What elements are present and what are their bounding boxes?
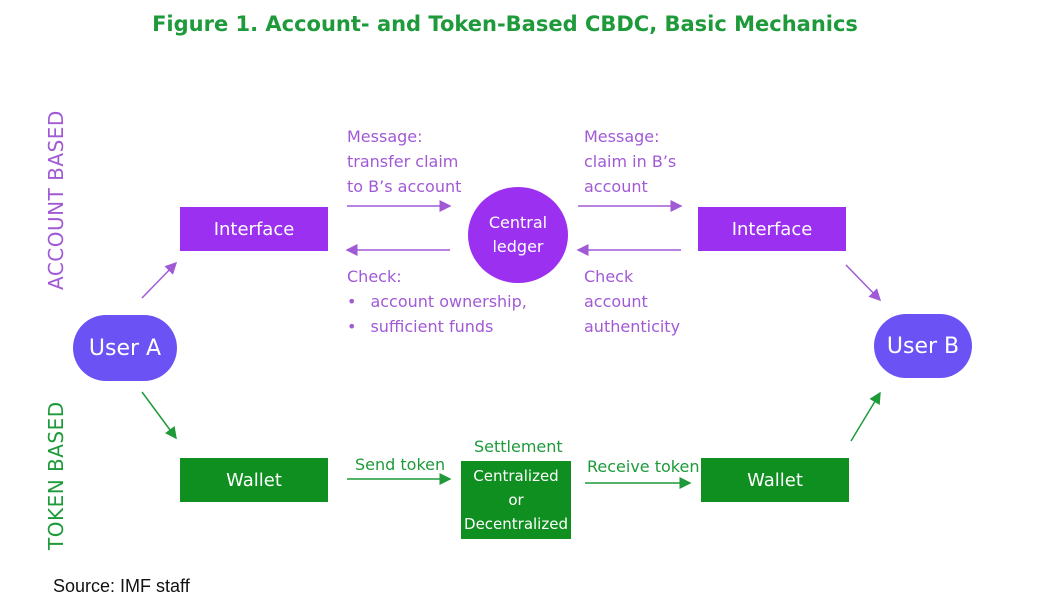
- arrow-interface-to-userb: [845, 264, 882, 302]
- arrow-usera-to-wallet: [141, 391, 177, 440]
- check-left: Check: account ownership, sufficient fun…: [347, 264, 527, 339]
- interface-left-box: Interface: [180, 207, 328, 251]
- message-left: Message: transfer claim to B’s account: [347, 124, 461, 199]
- check-right-line: account: [584, 292, 648, 311]
- receive-token-label: Receive token: [587, 457, 700, 476]
- wallet-left-box: Wallet: [180, 458, 328, 502]
- token-based-label: TOKEN BASED: [44, 401, 68, 550]
- arrow-wallet-to-userb: [850, 391, 881, 442]
- settlement-label: Settlement: [474, 437, 563, 456]
- settlement-line3: Decentralized: [464, 515, 568, 533]
- user-a-node: User A: [73, 315, 177, 381]
- check-left-item: sufficient funds: [347, 314, 527, 339]
- account-based-label: ACCOUNT BASED: [44, 110, 68, 290]
- message-right: Message: claim in B’s account: [584, 124, 676, 199]
- ledger-line2: ledger: [492, 237, 544, 256]
- message-right-line: account: [584, 177, 648, 196]
- interface-right-box: Interface: [698, 207, 846, 251]
- message-right-line: Message:: [584, 127, 660, 146]
- check-right: Check account authenticity: [584, 264, 680, 339]
- arrow-usera-to-interface: [141, 261, 178, 299]
- settlement-line2: or: [508, 491, 524, 509]
- message-left-line: to B’s account: [347, 177, 462, 196]
- check-right-line: authenticity: [584, 317, 681, 336]
- figure-title: Figure 1. Account- and Token-Based CBDC,…: [152, 12, 858, 36]
- check-left-title: Check:: [347, 267, 402, 286]
- central-ledger-node: Central ledger: [468, 187, 568, 283]
- send-token-label: Send token: [355, 455, 446, 474]
- message-left-line: Message:: [347, 127, 423, 146]
- message-right-line: claim in B’s: [584, 152, 677, 171]
- check-left-item: account ownership,: [347, 289, 526, 314]
- check-right-line: Check: [584, 267, 634, 286]
- message-left-line: transfer claim: [347, 152, 459, 171]
- user-b-node: User B: [874, 314, 972, 378]
- settlement-box: Centralized or Decentralized: [461, 461, 571, 539]
- source-note: Source: IMF staff: [53, 576, 190, 596]
- settlement-line1: Centralized: [473, 467, 559, 485]
- wallet-right-box: Wallet: [701, 458, 849, 502]
- check-left-list: account ownership, sufficient funds: [347, 289, 527, 339]
- ledger-line1: Central: [488, 213, 548, 232]
